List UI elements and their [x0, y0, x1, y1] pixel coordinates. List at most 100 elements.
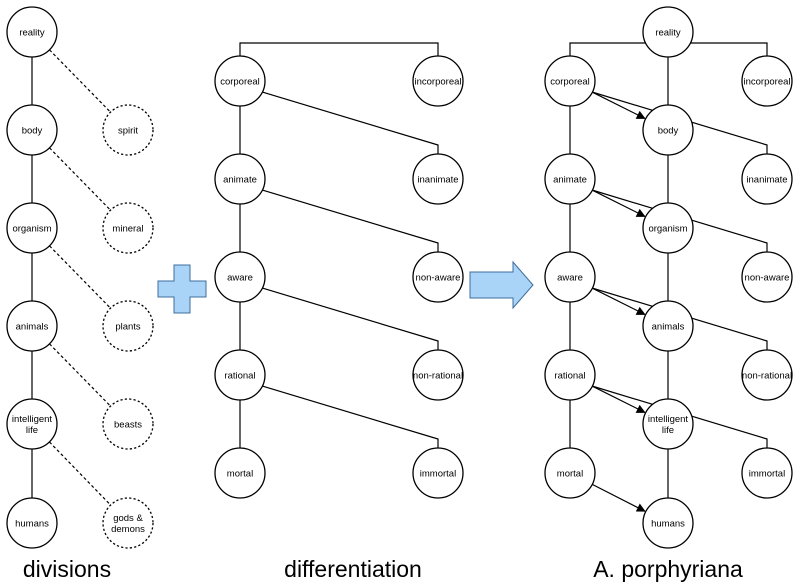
porphyriana-node-aware-circle: [544, 251, 596, 303]
porphyriana-node-non-aware-label: non-aware: [745, 273, 790, 284]
porphyriana-arrow-1: [592, 189, 646, 217]
differentiation-node-non-aware-label: non-aware: [416, 273, 461, 284]
differentiation-cross-edge-0: [262, 91, 439, 154]
divisions-branch-beasts: beasts: [102, 398, 154, 450]
porphyriana-node-body: body: [642, 104, 694, 156]
divisions-branch-beasts-circle: [102, 398, 154, 450]
porphyriana-node-intelligent-life-circle: [642, 398, 694, 450]
differentiation-node-mortal-label: mortal: [227, 469, 253, 480]
divisions-branch-gods-and-demons: gods &demons: [102, 497, 154, 549]
differentiation-cross-edge-2: [262, 287, 439, 350]
differentiation-node-inanimate-circle: [412, 153, 464, 205]
divisions-node-animals: animals: [6, 300, 58, 352]
porphyriana-node-incorporeal-circle: [741, 55, 793, 107]
differentiation-node-inanimate-label: inanimate: [417, 175, 458, 186]
porphyriana-arrow-2: [592, 287, 646, 315]
divisions-branch-edge-2: [49, 245, 111, 309]
right-arrow-icon: [469, 260, 534, 310]
porphyriana-node-incorporeal: incorporeal: [741, 55, 793, 107]
porphyriana-node-organism: organism: [642, 202, 694, 254]
porphyriana-node-body-label: body: [658, 126, 679, 137]
porphyriana-node-immortal-circle: [741, 447, 793, 499]
porphyriana-node-animals-circle: [642, 300, 694, 352]
differentiation-cross-edge-1: [262, 189, 439, 252]
differentiation-node-aware-circle: [214, 251, 266, 303]
divisions-node-body: body: [6, 104, 58, 156]
divisions-node-reality: reality: [6, 6, 58, 58]
divisions-node-organism-circle: [6, 202, 58, 254]
porphyriana-node-body-circle: [642, 104, 694, 156]
divisions-branch-mineral: mineral: [102, 202, 154, 254]
differentiation-node-immortal-circle: [412, 447, 464, 499]
differentiation-node-incorporeal: incorporeal: [412, 55, 464, 107]
differentiation-node-non-rational-circle: [412, 349, 464, 401]
differentiation-node-immortal: immortal: [412, 447, 464, 499]
differentiation-node-incorporeal-label: incorporeal: [415, 77, 462, 88]
divisions-branch-edge-1: [49, 147, 111, 211]
differentiation-node-non-rational-label: non-rational: [413, 371, 463, 382]
porphyriana-node-non-rational-circle: [741, 349, 793, 401]
porphyriana-node-organism-label: organism: [648, 224, 687, 235]
caption-divisions: divisions: [22, 556, 112, 582]
porphyriana-node-organism-circle: [642, 202, 694, 254]
porphyriana-node-animals: animals: [642, 300, 694, 352]
porphyriana-node-humans-label: humans: [651, 519, 685, 530]
divisions-branch-spirit-circle: [102, 104, 154, 156]
divisions-node-organism: organism: [6, 202, 58, 254]
porphyriana-node-immortal-label: immortal: [749, 469, 785, 480]
divisions-branch-mineral-label: mineral: [112, 224, 143, 235]
porphyriana-node-non-rational: non-rational: [741, 349, 793, 401]
divisions-branch-gods-and-demons-label: gods &demons: [111, 513, 145, 535]
divisions-node-body-label: body: [22, 126, 43, 137]
porphyriana-node-humans: humans: [642, 497, 694, 549]
porphyriana-node-inanimate-circle: [741, 153, 793, 205]
porphyriana-node-corporeal-label: corporeal: [550, 77, 590, 88]
differentiation-node-animate-label: animate: [223, 175, 257, 186]
porphyriana-node-non-aware-circle: [741, 251, 793, 303]
divisions-node-reality-circle: [6, 6, 58, 58]
divisions-branch-edge-0: [49, 49, 111, 113]
porphyriana-node-incorporeal-label: incorporeal: [744, 77, 791, 88]
divisions-node-organism-label: organism: [12, 224, 51, 235]
divisions-branch-mineral-circle: [102, 202, 154, 254]
divisions-branch-beasts-label: beasts: [114, 420, 142, 431]
porphyriana-node-animate-circle: [544, 153, 596, 205]
porphyriana-cross-edge-0: [592, 91, 768, 154]
plus-icon: [157, 264, 207, 314]
differentiation-node-corporeal-circle: [214, 55, 266, 107]
porphyriana-node-inanimate-label: inanimate: [746, 175, 787, 186]
porphyriana-node-humans-circle: [642, 497, 694, 549]
divisions-node-animals-label: animals: [16, 322, 49, 333]
divisions-node-animals-circle: [6, 300, 58, 352]
porphyriana-node-animals-label: animals: [652, 322, 685, 333]
differentiation-node-aware: aware: [214, 251, 266, 303]
porphyriana-node-aware: aware: [544, 251, 596, 303]
porphyriana-node-animate: animate: [544, 153, 596, 205]
divisions-node-humans-circle: [6, 497, 58, 549]
differentiation-node-animate-circle: [214, 153, 266, 205]
divisions-branch-plants-circle: [102, 300, 154, 352]
differentiation-root-connector: [239, 42, 439, 56]
caption-porphyriana: A. porphyriana: [593, 556, 743, 582]
divisions-node-body-circle: [6, 104, 58, 156]
porphyriana-node-animate-label: animate: [553, 175, 587, 186]
porphyriana-node-corporeal-circle: [544, 55, 596, 107]
differentiation-cross-edge-3: [262, 385, 439, 448]
porphyriana-node-corporeal: corporeal: [544, 55, 596, 107]
differentiation-node-animate: animate: [214, 153, 266, 205]
porphyriana-node-reality-label: reality: [655, 28, 681, 39]
porphyriana-arrow-4: [591, 483, 646, 512]
porphyriana-node-rational-circle: [544, 349, 596, 401]
differentiation-node-immortal-label: immortal: [420, 469, 456, 480]
differentiation-node-non-aware-circle: [412, 251, 464, 303]
differentiation-node-corporeal: corporeal: [214, 55, 266, 107]
differentiation-node-incorporeal-circle: [412, 55, 464, 107]
porphyriana-node-aware-label: aware: [557, 273, 583, 284]
divisions-branch-gods-and-demons-circle: [102, 497, 154, 549]
divisions-branch-spirit-label: spirit: [118, 126, 138, 137]
